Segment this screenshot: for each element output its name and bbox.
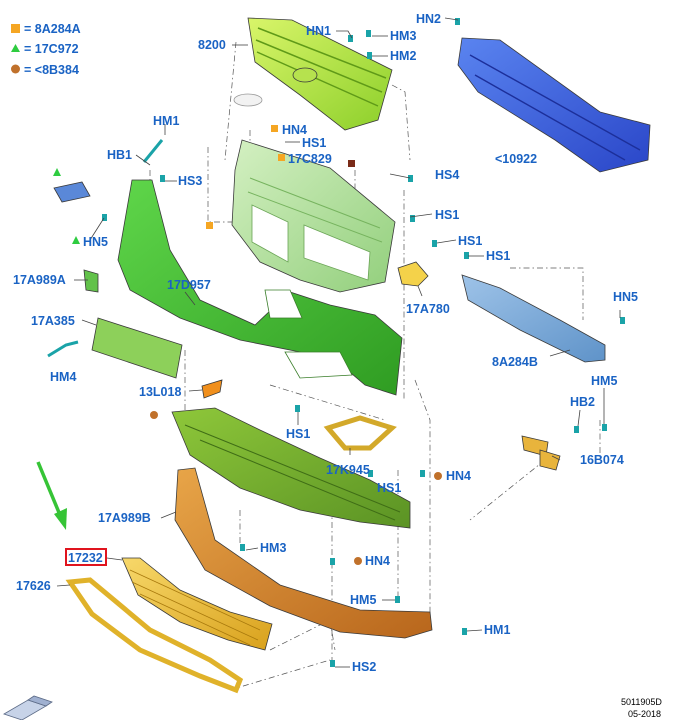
bracket-17a780 <box>397 261 429 287</box>
circle-icon <box>11 64 20 74</box>
trim-ring-17626 <box>65 577 244 694</box>
legend-item-1: = 8A284A <box>24 22 81 36</box>
reflector-13l018 <box>201 379 223 399</box>
label-hm1-bot: HM1 <box>484 623 510 637</box>
reinforcement-10922 <box>457 37 651 173</box>
highlight-box <box>65 548 107 566</box>
square-icon <box>278 154 285 161</box>
bracket-17a989a <box>83 269 99 293</box>
legend-item-2: = 17C972 <box>24 42 79 56</box>
label-17a385: 17A385 <box>31 314 75 328</box>
label-hs1-d: HS1 <box>486 249 510 263</box>
license-bracket-17a385 <box>91 317 183 379</box>
square-icon <box>271 125 278 132</box>
label-hn1: HN1 <box>306 24 331 38</box>
label-17k945: 17K945 <box>326 463 370 477</box>
label-8a284b: 8A284B <box>492 355 538 369</box>
markers <box>53 125 442 565</box>
label-17a989b: 17A989B <box>98 511 151 525</box>
label-hn4-top: HN4 <box>282 123 307 137</box>
label-hb1: HB1 <box>107 148 132 162</box>
circle-icon <box>354 557 362 565</box>
triangle-icon <box>11 44 20 52</box>
label-hm5-right: HM5 <box>591 374 617 388</box>
label-10922: <10922 <box>495 152 537 166</box>
square-icon <box>206 222 213 229</box>
label-hs1-b: HS1 <box>435 208 459 222</box>
label-hm5-bot: HM5 <box>350 593 376 607</box>
legend: = 8A284A = 17C972 = <8B384 <box>11 22 81 77</box>
label-17a780: 17A780 <box>406 302 450 316</box>
label-hn5-right: HN5 <box>613 290 638 304</box>
label-hs1-f: HS1 <box>377 481 401 495</box>
circle-icon <box>434 472 442 480</box>
label-hn2: HN2 <box>416 12 441 26</box>
label-hs2: HS2 <box>352 660 376 674</box>
grille-frame <box>231 139 396 293</box>
label-hm2: HM2 <box>390 49 416 63</box>
bar-8a284b <box>461 274 606 363</box>
label-16b074: 16B074 <box>580 453 624 467</box>
drawing-date: 05-2018 <box>628 709 661 719</box>
label-hn5-left: HN5 <box>83 235 108 249</box>
label-hs3: HS3 <box>178 174 202 188</box>
label-hb2: HB2 <box>570 395 595 409</box>
lower-absorber <box>171 407 411 529</box>
footer: 5011905D 05-2018 <box>621 697 662 719</box>
label-hn4-mid: HN4 <box>446 469 471 483</box>
label-hs4: HS4 <box>435 168 459 182</box>
legend-item-3: = <8B384 <box>24 63 79 77</box>
label-17232: 17232 <box>68 551 103 565</box>
label-hm3-bot: HM3 <box>260 541 286 555</box>
label-hs1-a: HS1 <box>302 136 326 150</box>
bracket-16b074-b <box>539 449 561 471</box>
arrow-icon <box>36 461 67 530</box>
upper-grille-8200 <box>233 17 393 131</box>
label-17d957: 17D957 <box>167 278 211 292</box>
drawing-ref: 5011905D <box>621 697 662 707</box>
side-bracket <box>53 181 91 203</box>
labels: 8200 HN1 HM3 HM2 HN2 <10922 HM1 HB1 HS3 … <box>13 12 638 674</box>
label-17c829: 17C829 <box>288 152 332 166</box>
label-8200: 8200 <box>198 38 226 52</box>
label-17626: 17626 <box>16 579 51 593</box>
label-17a989a: 17A989A <box>13 273 66 287</box>
triangle-icon <box>72 236 80 244</box>
label-13l018: 13L018 <box>139 385 181 399</box>
leader-lines <box>56 17 621 668</box>
label-hn4-bot: HN4 <box>365 554 390 568</box>
label-hm3-top: HM3 <box>390 29 416 43</box>
square-icon <box>11 24 20 33</box>
label-hs1-e: HS1 <box>286 427 310 441</box>
label-hm1-top: HM1 <box>153 114 179 128</box>
triangle-icon <box>53 168 61 176</box>
lower-grille-17232 <box>121 557 273 651</box>
direction-indicator-icon <box>3 695 53 720</box>
label-hm4: HM4 <box>50 370 76 384</box>
fog-surround-17k945 <box>323 415 397 451</box>
fasteners <box>47 18 625 667</box>
label-hs1-c: HS1 <box>458 234 482 248</box>
circle-icon <box>150 411 158 419</box>
bumper-cover-17d957 <box>117 179 403 396</box>
spoiler-17a989b <box>174 467 433 639</box>
